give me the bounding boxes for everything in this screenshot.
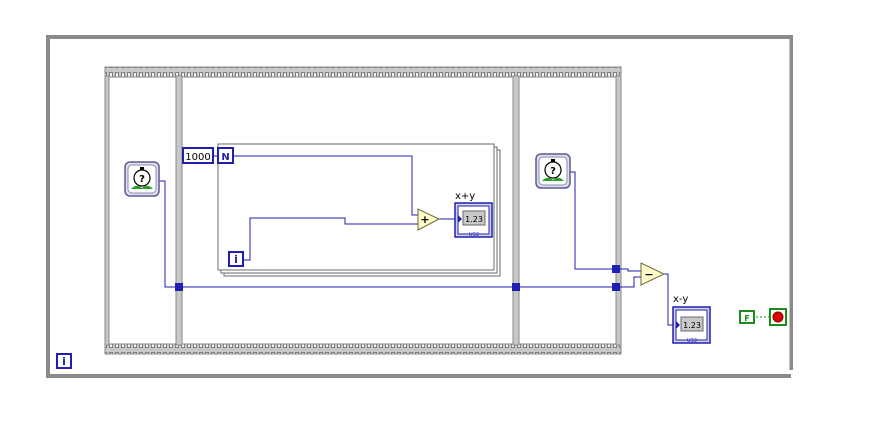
while-iteration-label: i [62, 355, 66, 368]
stopwatch-icon: ? [131, 167, 153, 189]
add-symbol: + [420, 213, 429, 226]
sequence-divider-2 [512, 75, 520, 346]
indicator-arrow-icon [676, 321, 680, 329]
sum-indicator-type: U32 [469, 232, 479, 238]
for-iteration-label: i [234, 253, 238, 266]
tunnels [175, 265, 620, 291]
wire-i-to-add [243, 217, 418, 261]
sequence-divider-1 [175, 75, 183, 346]
stopwatch-icon: ? [542, 159, 564, 181]
count-terminal-label: N [221, 152, 229, 163]
timer-symbol: ? [550, 166, 556, 177]
difference-indicator-type: U32 [687, 338, 697, 344]
sequence-left-edge [104, 75, 110, 346]
wire-sub-to-diff [664, 273, 673, 326]
sequence-film-top [104, 66, 622, 78]
timer-symbol: ? [139, 174, 145, 185]
for-loop[interactable] [217, 143, 501, 277]
tick-count-node-2[interactable]: ? [535, 153, 571, 189]
false-constant-label: F [744, 314, 749, 323]
wire-n-to-add [233, 155, 418, 216]
tunnel [512, 283, 520, 291]
while-iteration-terminal[interactable]: i [56, 353, 72, 369]
flat-sequence-structure[interactable] [104, 66, 622, 355]
tick-count-node-1[interactable]: ? [124, 161, 160, 197]
count-terminal[interactable]: N [217, 147, 234, 164]
sequence-right-edge [615, 75, 622, 346]
sum-indicator-value: 1.23 [465, 215, 483, 224]
sequence-film-bottom [104, 343, 622, 355]
indicator-arrow-icon [458, 215, 462, 223]
stop-terminal[interactable] [769, 308, 787, 326]
difference-indicator-label: x-y [673, 294, 688, 305]
subtract-symbol: − [644, 268, 653, 281]
tunnel [612, 283, 620, 291]
subtract-node[interactable]: − [640, 262, 666, 286]
tunnel [175, 283, 183, 291]
while-loop[interactable] [46, 35, 793, 378]
for-iteration-terminal[interactable]: i [228, 251, 244, 267]
add-node[interactable]: + [417, 208, 441, 231]
difference-indicator-value: 1.23 [683, 321, 701, 330]
sum-indicator-label: x+y [455, 191, 475, 202]
false-constant[interactable]: F [739, 310, 755, 324]
difference-indicator[interactable]: x-y 1.23 U32 [672, 294, 711, 344]
count-constant[interactable]: 1000 [182, 147, 214, 164]
wire-timer2 [570, 171, 641, 272]
stop-icon [772, 311, 784, 323]
tunnel [612, 265, 620, 273]
sum-indicator[interactable]: x+y 1.23 U32 [454, 191, 493, 238]
count-constant-value: 1000 [185, 152, 210, 163]
